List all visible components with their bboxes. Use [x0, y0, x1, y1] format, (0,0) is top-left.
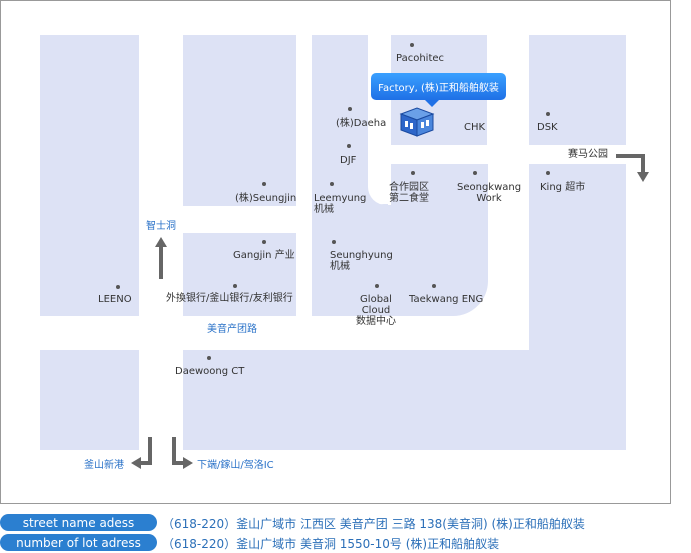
- road-label-zhishidong: 智士洞: [146, 221, 176, 232]
- marker-seongkwang: [473, 171, 477, 175]
- road-curve-2: [488, 145, 529, 316]
- place-label-leemyung: Leemyung 机械: [314, 193, 367, 215]
- place-label-chk: CHK: [464, 122, 486, 133]
- road-inner-curve: [368, 204, 388, 224]
- place-label-seongkwang: Seongkwang Work: [457, 182, 522, 204]
- block-curve-fill: [391, 164, 488, 204]
- arrow-up-icon: [155, 237, 167, 279]
- marker-leeno: [116, 285, 120, 289]
- place-label-taekwang: Taekwang ENG: [409, 294, 484, 305]
- marker-seunghyung: [332, 240, 336, 244]
- block-central-upper: [183, 35, 296, 206]
- marker-djf: [347, 144, 351, 148]
- road-label-saima: 赛马公园: [568, 149, 608, 160]
- marker-pacohitec: [410, 43, 414, 47]
- place-label-hezuo: 合作园区 第二食堂: [389, 182, 429, 204]
- arrow-down-right-icon: [172, 437, 193, 469]
- block-central-mid: [183, 233, 296, 316]
- place-label-king: King 超市: [540, 182, 586, 193]
- place-label-daeha: (株)Daeha: [336, 118, 387, 129]
- marker-taekwang: [432, 284, 436, 288]
- road-label-xiaduan: 下端/鎵山/驾洛IC: [197, 460, 274, 471]
- block-west-lower: [40, 350, 139, 450]
- place-label-daewoong: Daewoong CT: [175, 366, 245, 377]
- lot-address-row: number of lot adress （618-220）釜山广域市 美音洞 …: [0, 533, 691, 553]
- marker-daeha: [348, 107, 352, 111]
- marker-seungjin: [262, 182, 266, 186]
- marker-dsk: [546, 112, 550, 116]
- lot-address-value: （618-220）釜山广域市 美音洞 1550-10号 (株)正和船舶舣装: [162, 537, 500, 551]
- road-label-meiyin: 美音产团路: [207, 324, 257, 335]
- lot-address-label: number of lot adress: [0, 534, 157, 551]
- place-label-dsk: DSK: [537, 122, 558, 133]
- marker-hezuo: [411, 171, 415, 175]
- place-label-seunghyung: Seunghyung 机械: [330, 250, 393, 272]
- block-south: [183, 350, 624, 450]
- block-west-upper: [40, 35, 139, 316]
- marker-daewoong: [207, 356, 211, 360]
- marker-global: [375, 284, 379, 288]
- place-label-djf: DJF: [340, 155, 357, 166]
- marker-banks: [233, 284, 237, 288]
- road-label-busan-xingang: 釜山新港: [84, 460, 124, 471]
- marker-leemyung: [330, 182, 334, 186]
- factory-callout-label: Factory, (株)正和船舶舣装: [378, 83, 499, 94]
- place-label-pacohitec: Pacohitec: [396, 53, 445, 64]
- place-label-banks: 外換银行/釜山银行/友利银行: [166, 293, 293, 304]
- road-curve: [368, 145, 391, 205]
- location-map: Pacohitec (株)Daeha DJF CHK DSK (株)Seungj…: [0, 0, 671, 504]
- arrow-right-down-icon: [616, 154, 649, 182]
- block-east-top: [529, 35, 626, 145]
- place-label-gangjin: Gangjin 产业: [233, 250, 295, 261]
- arrow-down-left-icon: [131, 437, 152, 469]
- factory-building-icon: [399, 107, 435, 137]
- place-label-leeno: LEENO: [98, 294, 132, 305]
- marker-gangjin: [262, 240, 266, 244]
- street-address-row: street name adess （618-220）釜山广域市 江西区 美音产…: [0, 513, 691, 533]
- marker-king: [546, 171, 550, 175]
- place-label-seungjin: (株)Seungjin: [235, 193, 297, 204]
- factory-callout: Factory, (株)正和船舶舣装: [371, 73, 506, 107]
- street-address-label: street name adess: [0, 514, 157, 531]
- street-address-value: （618-220）釜山广域市 江西区 美音产团 三路 138(美音洞) (株)正…: [162, 517, 585, 531]
- place-label-global: Global Cloud 数据中心: [356, 294, 396, 327]
